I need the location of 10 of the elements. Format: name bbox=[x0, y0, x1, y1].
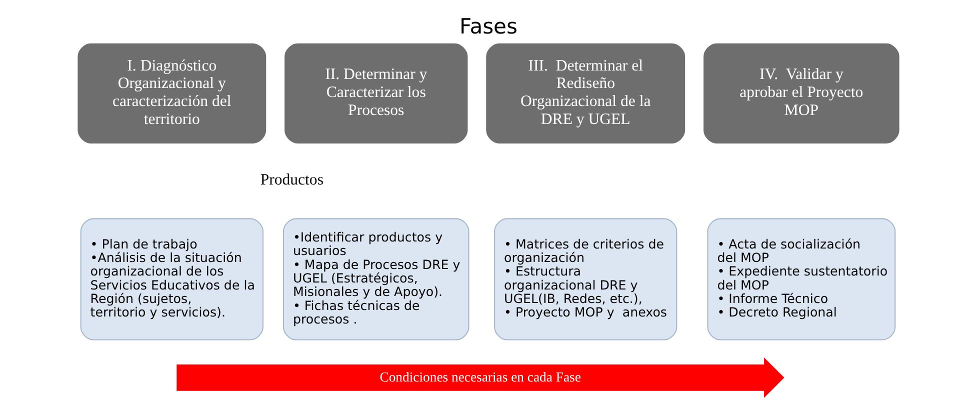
node-box: •Identificar productos y usuarios • Mapa de Procesos DRE y UGEL (Estratégicos, Misionales y de Apoyo). • Fichas técnicas de procesos . bbox=[282, 218, 470, 340]
node-box: II. Determinar y Caracterizar los Procesos bbox=[284, 43, 468, 144]
node-box: I. Diagnóstico Organizacional y caracterización del territorio bbox=[78, 43, 266, 144]
node-box: • Matrices de criterios de organización • Estructura organizacional DRE y UGEL(IB, Redes, etc.), • Proyecto MOP y anexos bbox=[494, 218, 678, 340]
node-box: III. Determinar el Rediseño Organizacional de la DRE y UGEL bbox=[486, 43, 686, 144]
node-box: • Plan de trabajo •Análisis de la situación organizacional de los Servicios Educativos de la Región (sujetos, territorio y servicios). bbox=[80, 218, 264, 340]
label: Productos bbox=[260, 172, 324, 188]
diagram-title: Fases bbox=[460, 13, 518, 38]
node-box: • Acta de socialización del MOP • Expediente sustentatorio del MOP • Informe Técnico • Decreto Regional bbox=[707, 218, 896, 340]
node-box: IV. Validar y aprobar el Proyecto MOP bbox=[704, 43, 900, 144]
